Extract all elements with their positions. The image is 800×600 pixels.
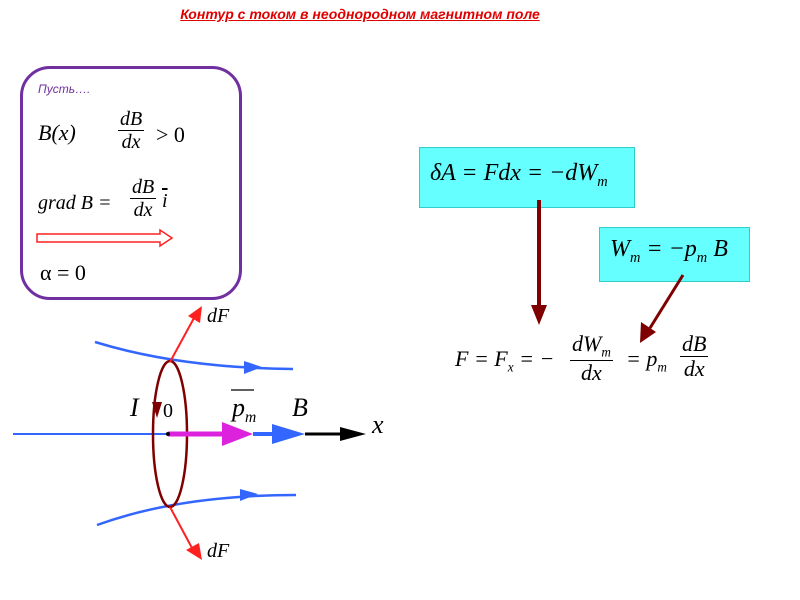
pm-sub: m (245, 409, 257, 427)
force-eq: = − (513, 346, 555, 371)
force-lhs-sub: x (507, 359, 514, 375)
field-function: B(x) (38, 120, 76, 145)
conditions-intro: Пусть…. (38, 82, 91, 96)
fraction-numerator: dB (680, 331, 709, 358)
derivation-arrow-2 (640, 274, 685, 343)
field-arrow-top (244, 361, 262, 374)
energy-formula-box (599, 227, 750, 282)
field-line-bottom (96, 493, 297, 527)
current-direction-arrow (152, 402, 162, 418)
label-theta: 0 (163, 400, 173, 422)
energy-end: B (707, 236, 728, 262)
alpha-condition: α = 0 (40, 260, 86, 285)
work-sub: m (597, 173, 608, 190)
fraction-numerator: dWm (570, 331, 613, 361)
force-fraction-1: dWm dx (570, 331, 613, 385)
b-arrowhead (272, 424, 305, 444)
force-bottom-arrowhead (186, 543, 202, 560)
energy-p-sub: m (696, 249, 708, 266)
work-text: δA = Fdx = −dW (430, 160, 598, 186)
slide-title: Контур с током в неоднородном магнитном … (180, 6, 540, 22)
force-rhs: = pm (626, 346, 667, 375)
fraction-numerator: dB (118, 108, 145, 131)
pm-text: p (232, 393, 245, 422)
force-fraction-2: dB dx (680, 331, 709, 382)
loop-center (166, 432, 170, 436)
work-formula: δA = Fdx = −dWm (430, 160, 608, 191)
fraction-denominator: dx (581, 359, 602, 385)
gradient-lhs: grad B = (38, 192, 112, 214)
force-bottom (169, 506, 193, 549)
energy-w-sub: m (630, 249, 641, 266)
force-lhs: F = Fx = − (455, 346, 554, 375)
derivative-relation: > 0 (156, 122, 185, 147)
force-eq2: = p (626, 346, 658, 371)
num-sub: m (601, 344, 611, 360)
field-line-top (94, 340, 294, 371)
label-dF-bottom: dF (207, 540, 230, 562)
fraction-denominator: dx (133, 199, 153, 221)
force-lhs-text: F = F (455, 346, 508, 371)
energy-mid: = −p (640, 236, 697, 262)
derivative-fraction: dB dx (118, 108, 145, 153)
fraction-numerator: dB (130, 176, 157, 199)
field-arrow-bottom (240, 489, 258, 501)
force-top-arrowhead (188, 306, 202, 323)
label-pm: pm (232, 393, 256, 427)
pm-arrowhead (222, 422, 253, 446)
energy-formula: Wm = −pm B (610, 236, 728, 267)
energy-w: W (610, 236, 630, 262)
fraction-denominator: dx (121, 131, 141, 153)
x-axis-arrowhead (340, 427, 366, 441)
conditions-box (20, 66, 242, 300)
label-current: I (130, 393, 139, 422)
label-x: x (372, 410, 384, 439)
force-top (169, 317, 195, 363)
gradient-unit-vector: i (162, 190, 168, 212)
num-text: dW (572, 331, 602, 356)
gradient-arrow (36, 228, 174, 248)
force-p-sub: m (657, 359, 667, 375)
work-formula-box (419, 147, 635, 208)
gradient-fraction: dB dx (130, 176, 157, 221)
label-B: B (292, 393, 308, 422)
label-dF-top: dF (207, 305, 230, 327)
derivation-arrow-1 (531, 200, 547, 325)
fraction-denominator: dx (683, 356, 705, 382)
